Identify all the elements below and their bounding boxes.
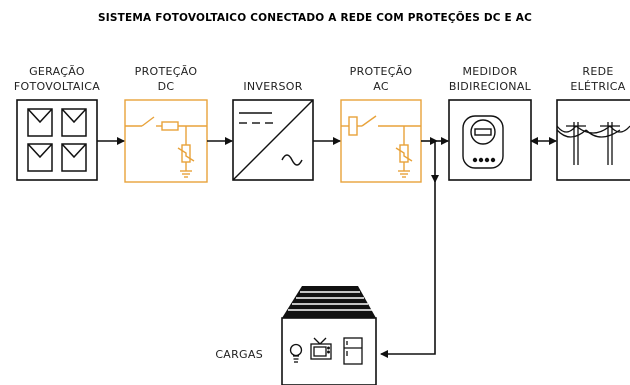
line-to-loads [380, 180, 436, 358]
diagram-title: SISTEMA FOTOVOLTAICO CONECTADO A REDE CO… [98, 11, 532, 24]
pv-label-line1: GERAÇÃO [29, 65, 85, 78]
inverter-icon [232, 99, 314, 181]
meter-label-line1: MEDIDOR [462, 65, 517, 78]
grid-label-line2: ELÉTRICA [570, 80, 625, 93]
bulb-icon [289, 343, 303, 363]
grid-label-line1: REDE [582, 65, 613, 78]
switch-fuse-icon [341, 115, 421, 136]
meter-icon [462, 115, 504, 169]
tv-icon [310, 337, 332, 360]
loads-block: CARGAS [215, 286, 377, 385]
surge-protector-icon [395, 126, 413, 178]
ac-protection-label-line1: PROTEÇÃO [350, 65, 413, 78]
fridge-icon [343, 337, 363, 365]
dc-protection-block: PROTEÇÃO DC [124, 65, 208, 183]
surge-protector-icon [177, 126, 195, 178]
solar-panel-icon [27, 108, 87, 172]
power-line-icon [556, 122, 630, 165]
switch-fuse-icon [125, 116, 207, 131]
inverter-label: INVERSOR [243, 80, 302, 93]
grid-block: REDE ELÉTRICA [556, 65, 630, 181]
loads-label: CARGAS [215, 348, 263, 361]
ac-protection-block: PROTEÇÃO AC [340, 65, 422, 183]
dc-protection-label-line1: PROTEÇÃO [135, 65, 198, 78]
meter-block: MEDIDOR BIDIRECIONAL [448, 65, 532, 181]
inverter-block: INVERSOR [232, 80, 314, 181]
pv-generation-block: GERAÇÃO FOTOVOLTAICA [14, 65, 100, 181]
connections [97, 137, 557, 358]
dc-protection-label-line2: DC [158, 80, 175, 93]
house-icon [281, 286, 377, 385]
meter-label-line2: BIDIRECIONAL [449, 80, 532, 93]
ac-protection-label-line2: AC [373, 80, 389, 93]
pv-label-line2: FOTOVOLTAICA [14, 80, 100, 93]
